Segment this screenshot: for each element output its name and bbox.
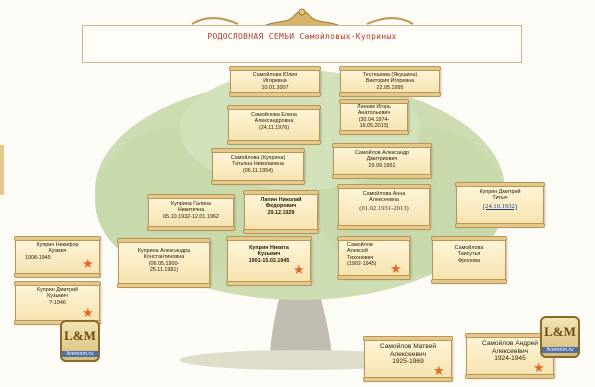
logo-site: livemem.ru xyxy=(62,351,98,357)
person-card-anna[interactable]: Самойлова Анна Алексеевна (01.02.1931-20… xyxy=(337,184,431,230)
person-card-igor[interactable]: Линник Игорь Анатольевич (30.04.1974- 16… xyxy=(339,99,409,135)
livemem-logo[interactable]: L&M livemem.ru xyxy=(540,316,580,358)
logo-monogram: L&M xyxy=(544,324,576,339)
person-card-dmitriy-titych[interactable]: Куприн Дмитрий Титыч (24.10.1932) xyxy=(455,182,545,228)
livemem-logo[interactable]: L&M livemem.ru xyxy=(60,320,100,362)
corner-ornament-right xyxy=(366,17,414,25)
page-title: РОДОСЛОВНАЯ СЕМЬИ Самойловых-Куприных xyxy=(207,32,397,41)
person-card-aleksandra[interactable]: Куприна Александра Константиновна (06.05… xyxy=(117,238,211,288)
person-card-andrey[interactable]: Самойлов Андрей Алексеевич 1924-1945 xyxy=(465,333,555,379)
person-card-aleksey[interactable]: Самойлов Алексей Тихонович (1902-1945) xyxy=(337,236,411,280)
crown-ornament xyxy=(263,8,341,27)
person-card-yulia[interactable]: Самойлова Юлия Игоревна 10.01.2007 xyxy=(229,66,321,97)
person-card-tatyana[interactable]: Самойлова (Куприна) Татьяна Николаевна (… xyxy=(211,148,305,185)
logo-monogram: L&M xyxy=(64,328,96,343)
person-card-taisutya[interactable]: Самойлова Таисутья Фролова xyxy=(431,236,507,284)
person-card-galina[interactable]: Куприна Галина Никитична 05.10.1932-12.0… xyxy=(147,194,235,231)
edge-tab xyxy=(0,145,4,195)
title-banner: РОДОСЛОВНАЯ СЕМЬИ Самойловых-Куприных xyxy=(82,25,522,63)
corner-ornament-left xyxy=(191,17,239,25)
star-icon: ★ xyxy=(82,256,94,271)
star-icon: ★ xyxy=(82,305,94,320)
logo-site: livemem.ru xyxy=(542,347,578,353)
star-icon: ★ xyxy=(390,261,402,276)
person-card-elena[interactable]: Самойлова Елена Александровна (24.11.197… xyxy=(227,105,321,145)
person-card-viktoriya[interactable]: Тестешева (Якушина) Виктория Игоревна 22… xyxy=(339,66,441,97)
person-card-nikolay[interactable]: Лапин Николай Федорович 29.12.1929 xyxy=(243,190,319,234)
person-card-nikifor[interactable]: Куприн Никифор Кузмич 1908-1945 xyxy=(14,236,101,278)
person-card-matvey[interactable]: Самойлов Матвей Алексеевич 1925-1969 xyxy=(363,336,453,382)
star-icon: ★ xyxy=(293,262,305,277)
person-card-nikita[interactable]: Куприн Никита Кузьмич 1901-15.02.1945 xyxy=(226,236,312,286)
person-card-dmitriy-kuzmich[interactable]: Куприн Дмитрий Кузьмич ?-1946 xyxy=(14,281,101,325)
person-card-aleksandr[interactable]: Самойлов Александр Дмитриевич 29.09.1951 xyxy=(332,143,432,179)
star-icon: ★ xyxy=(533,360,545,375)
star-icon: ★ xyxy=(433,363,445,378)
